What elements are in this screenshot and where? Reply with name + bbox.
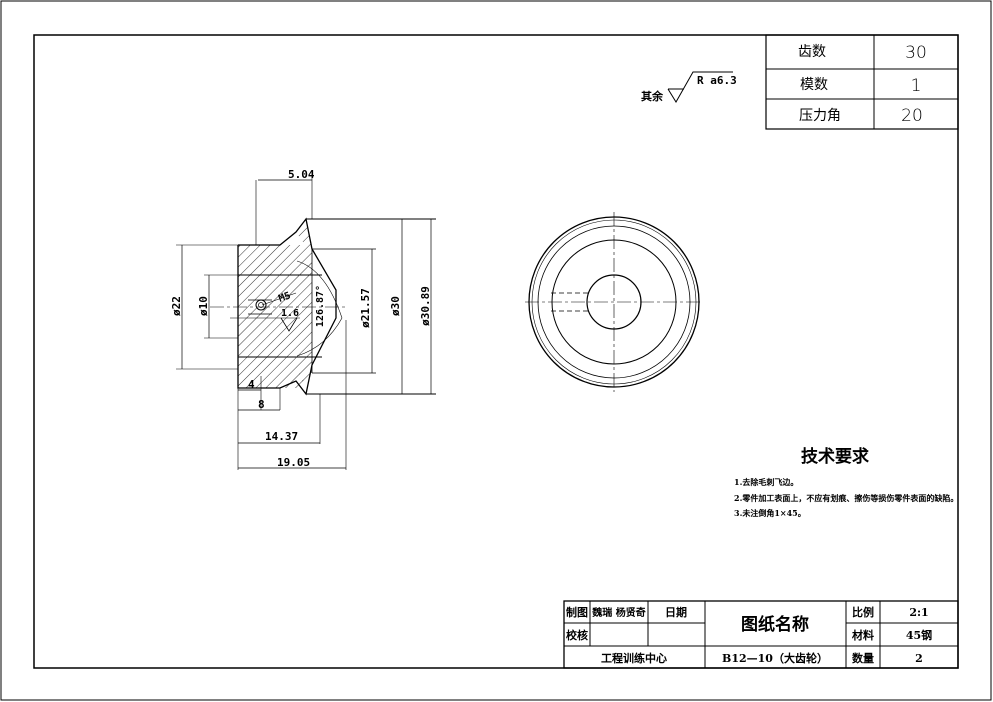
dim-dia-10: ø10 bbox=[197, 296, 210, 316]
material-label: 材料 bbox=[852, 628, 874, 642]
drawn-by: 魏瑞 杨贤奇 bbox=[591, 606, 645, 619]
quantity-value: 2 bbox=[915, 652, 923, 665]
side-view bbox=[525, 212, 703, 392]
roughness-prefix: 其余 bbox=[641, 89, 664, 103]
dim-dia-30-89: ø30.89 bbox=[419, 286, 432, 326]
checked-label: 校核 bbox=[566, 628, 588, 642]
drawing-name: 图纸名称 bbox=[741, 614, 809, 635]
surface-roughness-note: 其余 R a6.3 bbox=[641, 71, 737, 103]
section-view: 5.04 ø22 ø10 M5 1.6 126.87° ø21.57 ø30 ø… bbox=[170, 168, 436, 470]
dim-dia-30: ø30 bbox=[389, 296, 402, 316]
drawing-number: B12—10（大齿轮） bbox=[722, 651, 828, 665]
dim-14-37: 14.37 bbox=[265, 430, 298, 443]
tech-requirement-item: 2.零件加工表面上，不应有划痕、擦伤等损伤零件表面的缺陷。 bbox=[734, 493, 958, 503]
roughness-value: R a6.3 bbox=[697, 74, 737, 87]
tech-requirement-item: 3.未注倒角1×45。 bbox=[734, 508, 806, 518]
scale-value: 2:1 bbox=[909, 606, 928, 619]
dim-thread: M5 bbox=[277, 290, 292, 304]
dim-8: 8 bbox=[258, 398, 265, 411]
tech-requirements-title: 技术要求 bbox=[801, 446, 869, 467]
dim-4: 4 bbox=[248, 378, 255, 391]
param-value-teeth: 30 bbox=[905, 43, 927, 63]
material-value: 45钢 bbox=[906, 628, 932, 642]
scale-label: 比例 bbox=[852, 605, 874, 619]
param-label-module: 模数 bbox=[800, 77, 828, 93]
dim-dia-22: ø22 bbox=[170, 296, 183, 316]
drawing-frame bbox=[33, 34, 959, 669]
param-value-module: 1 bbox=[911, 76, 922, 96]
title-block: 制图 魏瑞 杨贤奇 日期 校核 图纸名称 比例 2:1 材料 45钢 数量 2 … bbox=[563, 600, 959, 669]
dim-top-width: 5.04 bbox=[288, 168, 315, 181]
tech-requirements: 技术要求 1.去除毛刺飞边。 2.零件加工表面上，不应有划痕、擦伤等损伤零件表面… bbox=[734, 446, 958, 518]
gear-parameter-table: 齿数 30 模数 1 压力角 20 bbox=[765, 34, 959, 130]
dim-local-roughness: 1.6 bbox=[281, 308, 299, 319]
roughness-symbol-icon bbox=[667, 71, 733, 103]
param-label-pressure-angle: 压力角 bbox=[799, 108, 841, 124]
tech-requirement-item: 1.去除毛刺飞边。 bbox=[734, 477, 798, 487]
thread-hole-icon bbox=[255, 299, 267, 311]
organization: 工程训练中心 bbox=[601, 651, 667, 665]
dim-dia-21-57: ø21.57 bbox=[359, 288, 372, 328]
date-label: 日期 bbox=[665, 605, 687, 619]
param-label-teeth: 齿数 bbox=[798, 44, 826, 60]
drawn-label: 制图 bbox=[566, 605, 588, 619]
dim-cone-angle: 126.87° bbox=[315, 285, 326, 327]
dim-19-05: 19.05 bbox=[277, 456, 310, 469]
quantity-label: 数量 bbox=[852, 651, 874, 665]
param-value-pressure-angle: 20 bbox=[901, 106, 923, 126]
